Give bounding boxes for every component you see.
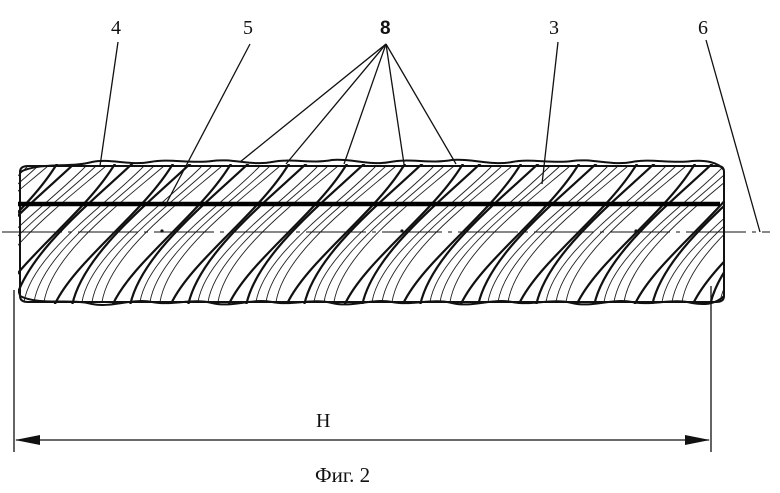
strand-wire-line: [719, 165, 724, 303]
leader-3: [541, 41, 559, 185]
strand-wire-line: [439, 165, 561, 303]
label-5: 5: [243, 17, 253, 39]
strand-wire-line: [371, 165, 493, 303]
strand-wire-line: [81, 165, 203, 303]
leader-8c: [343, 43, 387, 165]
strand-wire-line: [23, 165, 145, 303]
label-6: 6: [698, 17, 708, 39]
strand-wire-line: [333, 165, 455, 303]
strand-wire-line: [91, 165, 213, 303]
rope-strand: [70, 164, 234, 304]
strand-wire-line: [139, 165, 261, 303]
strand-wire-line: [159, 165, 281, 303]
rope-strand: [592, 164, 724, 304]
leader-8d: [385, 43, 405, 165]
strand-wire-line: [545, 165, 667, 303]
strand-wire-line: [555, 165, 677, 303]
strand-wire-line: [207, 165, 329, 303]
rope-strands: [18, 162, 780, 306]
strand-wire-line: [429, 165, 551, 303]
strand-wire-line: [730, 166, 780, 302]
strand-wire-line: [101, 165, 223, 303]
dimension-arrow-left: [15, 435, 40, 445]
strand-wire-line: [275, 165, 397, 303]
figure-caption: Фиг. 2: [315, 463, 370, 487]
strand-wire-line: [613, 165, 724, 303]
label-8: 8: [380, 18, 391, 39]
rope-strand: [534, 164, 698, 304]
strand-wire-line: [18, 165, 87, 303]
strand-wire-line: [265, 165, 387, 303]
rope-strand: [18, 164, 176, 304]
rope-bottom-contour: [19, 295, 725, 306]
strand-wire-line: [323, 165, 445, 303]
rope-strand: [476, 164, 640, 304]
leader-8e: [385, 43, 457, 165]
strand-wire-line: [661, 165, 724, 303]
rope-strand: [768, 162, 780, 306]
label-3: 3: [549, 17, 559, 39]
strand-wire-line: [603, 165, 724, 303]
rope-strand: [186, 164, 350, 304]
strand-wire-line: [43, 165, 165, 303]
strand-wire-line: [18, 165, 39, 303]
leader-5: [165, 43, 251, 205]
rope-strand: [650, 164, 724, 304]
strand-wire-line: [149, 165, 271, 303]
axis-mark: [160, 229, 164, 233]
strand-wire-line: [507, 165, 629, 303]
leader-6: [705, 39, 761, 233]
dimension-label: H: [316, 410, 330, 432]
strand-wire-line: [565, 165, 687, 303]
rope-strand: [418, 164, 582, 304]
leader-4: [99, 41, 119, 167]
strand-wire-line: [18, 165, 107, 303]
strand-wire-line: [255, 165, 377, 303]
strand-wire-line: [33, 165, 155, 303]
strand-wire-line: [18, 165, 49, 303]
strand-wire-line: [740, 166, 780, 302]
strand-wire-line: [18, 165, 97, 303]
strand-wire-line: [391, 165, 513, 303]
rope-strand: [128, 164, 292, 304]
strand-wire-line: [497, 165, 619, 303]
strand-wire-line: [313, 165, 435, 303]
strand-wire-line: [381, 165, 503, 303]
strand-wire-line: [217, 165, 339, 303]
leader-8a: [239, 43, 387, 163]
rope-strand: [244, 164, 408, 304]
strand-wire-line: [671, 165, 724, 303]
strand-wire-line: [449, 165, 571, 303]
axis-mark: [634, 229, 638, 233]
strand-wire-line: [197, 165, 319, 303]
axis-mark: [400, 229, 404, 233]
rope-strand: [18, 164, 118, 304]
label-4: 4: [111, 17, 121, 39]
leader-8b: [285, 43, 387, 165]
rope-strand: [302, 164, 466, 304]
rope-top-contour: [19, 158, 725, 173]
strand-wire-line: [487, 165, 609, 303]
strand-wire-line: [681, 165, 724, 303]
dimension-arrow-right: [685, 435, 710, 445]
rope-strand: [360, 164, 524, 304]
strand-wire-line: [623, 165, 724, 303]
